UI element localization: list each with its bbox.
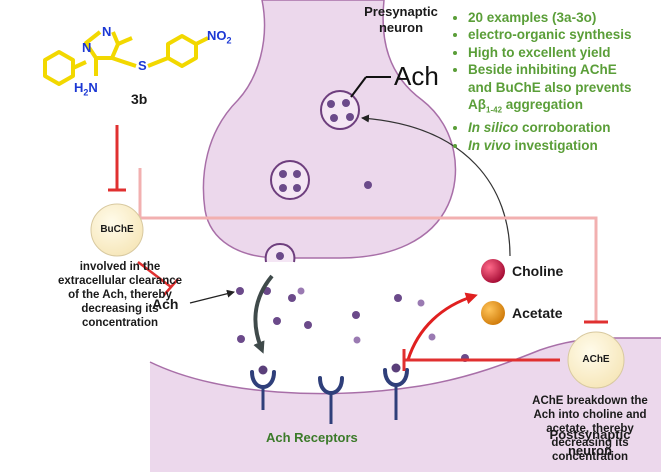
vesicle-ach	[320, 90, 360, 130]
finding-in-silico: In silico corroboration	[468, 119, 661, 136]
finding-yield: High to excellent yield	[468, 44, 661, 61]
presynaptic-neuron	[202, 0, 457, 259]
finding-examples: 20 examples (3a-3o)	[468, 9, 661, 26]
inhibit-line-buche	[137, 261, 172, 288]
postsynaptic-label: Postsynaptic neuron	[549, 427, 631, 458]
choline-label: Choline	[512, 263, 564, 279]
finding-synthesis: electro-organic synthesis	[468, 26, 661, 43]
ache-description: AChE breakdown the Ach into choline and …	[532, 395, 648, 463]
no2-group: NO2	[207, 28, 232, 46]
acetate-molecule	[481, 301, 505, 325]
arrow-choline-reuptake	[361, 114, 511, 257]
atom-n-1: N	[82, 40, 92, 55]
ache-label: AChE	[582, 354, 610, 365]
postsynaptic-neuron	[150, 338, 661, 472]
ach-receptor-3	[383, 363, 409, 420]
arrow-ach-pointer	[350, 76, 367, 98]
ach-receptor-2	[318, 376, 344, 424]
arrow-ach-release	[189, 289, 235, 304]
cleft-ach-molecules	[236, 287, 469, 362]
compound-3b-structure	[43, 30, 209, 86]
ach-cleft-label: Ach	[152, 296, 179, 312]
choline-molecule	[481, 259, 505, 283]
buche-label: BuChE	[100, 224, 134, 235]
free-ach-molecule	[364, 181, 372, 189]
ach-receptors-label: Ach Receptors	[266, 430, 358, 445]
ache-enzyme-bubble	[567, 331, 625, 389]
atom-s: S	[138, 58, 147, 73]
finding-in-vivo: In vivo investigation	[468, 137, 661, 154]
inhibit-line-ache-route	[138, 168, 598, 322]
findings-list: 20 examples (3a-3o) electro-organic synt…	[452, 9, 661, 154]
nh2-group: H2N	[74, 80, 98, 98]
arrow-ach-to-receptor	[253, 274, 274, 354]
acetate-label: Acetate	[512, 305, 563, 321]
buche-enzyme-bubble	[90, 203, 144, 257]
ach-receptor-1	[250, 365, 276, 410]
compound-label: 3b	[131, 91, 148, 107]
ach-vesicle-label: Ach	[394, 61, 439, 91]
vesicle-mid	[270, 160, 310, 200]
presynaptic-label: Presynaptic neuron	[364, 4, 438, 35]
buche-description: involved in the extracellular clearance …	[57, 261, 183, 329]
arrow-ache-products	[406, 292, 478, 361]
atom-n-2: N	[102, 24, 112, 39]
